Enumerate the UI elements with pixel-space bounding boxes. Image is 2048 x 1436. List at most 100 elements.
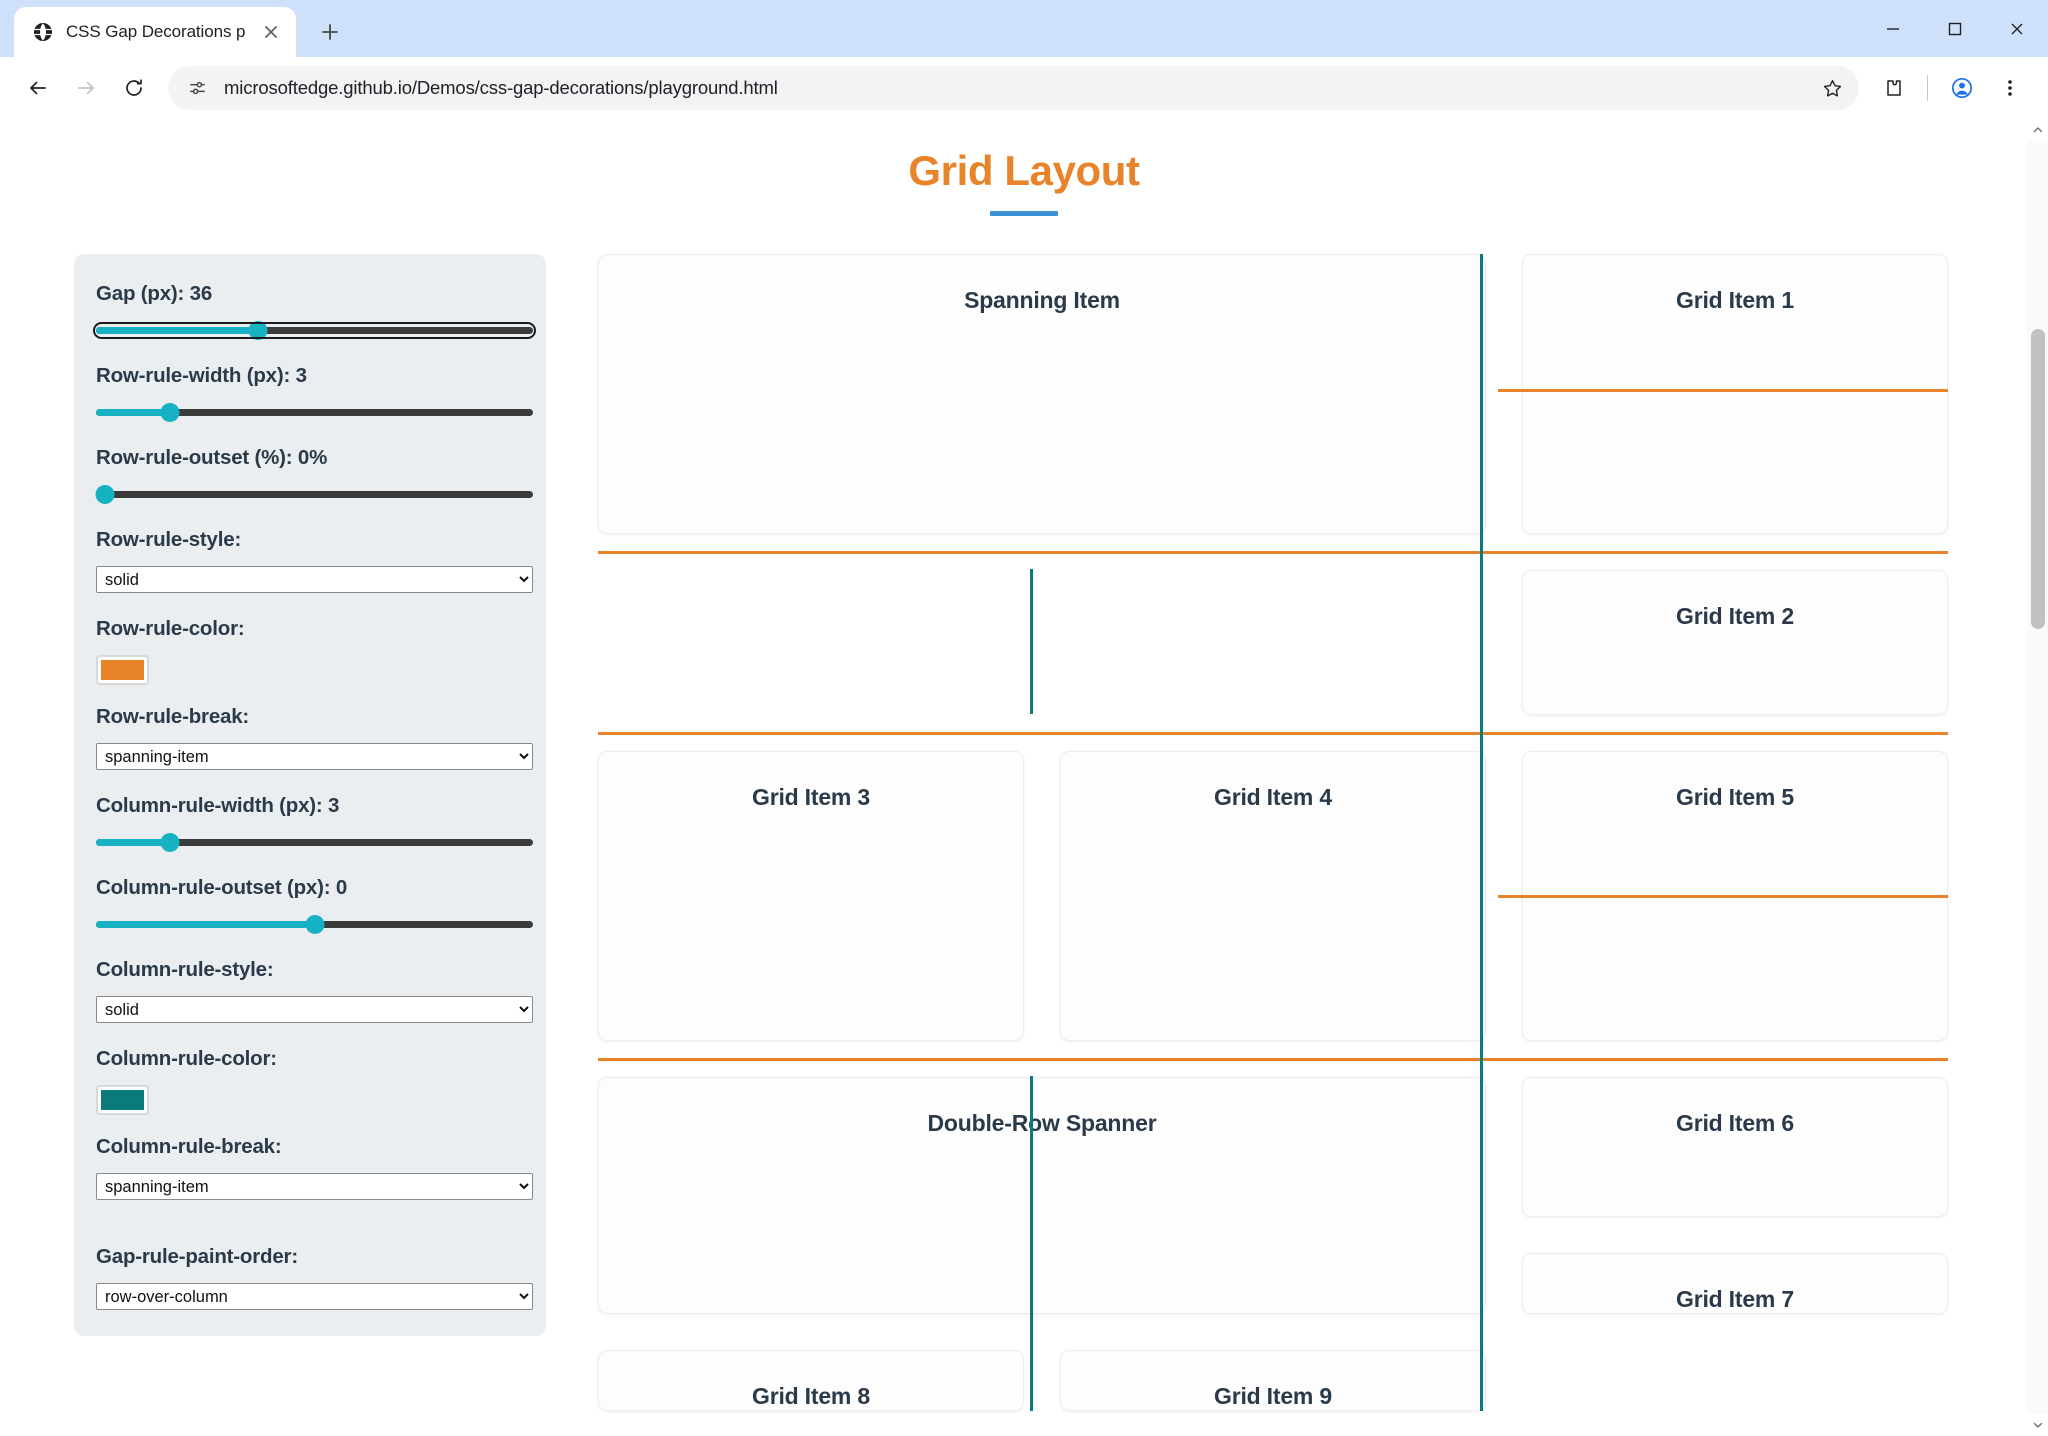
row-rule-color-picker[interactable] [96, 655, 149, 685]
scrollbar-thumb[interactable] [2031, 329, 2045, 629]
browser-toolbar: microsoftedge.github.io/Demos/css-gap-de… [0, 57, 2048, 119]
scroll-up-arrow-icon[interactable] [2027, 119, 2048, 141]
page-scrollbar[interactable] [2026, 119, 2048, 1436]
scroll-down-arrow-icon[interactable] [2027, 1414, 2048, 1436]
slider-thumb[interactable] [160, 403, 180, 422]
grid-cell-9[interactable]: Grid Item 9 [1060, 1350, 1486, 1411]
column-rule-mid-row6 [1029, 1076, 1033, 1411]
gap-rule-paint-order-select[interactable]: row-over-column [96, 1283, 533, 1310]
minimize-icon[interactable] [1862, 0, 1924, 57]
grid-cell-1[interactable]: Grid Item 1 [1522, 254, 1948, 534]
column-rule-right [1479, 254, 1483, 1411]
grid-cell-4[interactable]: Grid Item 4 [1060, 751, 1486, 1041]
row-rule-width-slider[interactable] [96, 402, 533, 422]
control-label: Row-rule-width (px): 3 [96, 364, 307, 387]
toolbar-divider [1927, 75, 1928, 101]
control-column-rule-color: Column-rule-color: [96, 1047, 518, 1115]
control-column-rule-break: Column-rule-break: spanning-item [96, 1135, 533, 1224]
grid-item-label: Grid Item 1 [1676, 287, 1794, 313]
control-label: Row-rule-break: [96, 705, 250, 728]
address-bar[interactable]: microsoftedge.github.io/Demos/css-gap-de… [168, 66, 1859, 110]
control-label: Gap (px): 36 [96, 282, 213, 305]
tab-title: CSS Gap Decorations playground [66, 22, 246, 41]
column-rule-color-picker[interactable] [96, 1085, 149, 1115]
slider-thumb[interactable] [160, 833, 180, 852]
grid-cell-6[interactable]: Grid Item 6 [1522, 1077, 1948, 1217]
slider-thumb[interactable] [305, 915, 324, 934]
extensions-puzzle-icon[interactable] [1871, 66, 1915, 110]
new-tab-button[interactable] [308, 10, 352, 54]
close-icon[interactable] [258, 19, 284, 45]
control-label: Column-rule-style: [96, 958, 274, 981]
column-rule-width-slider[interactable] [96, 832, 533, 852]
slider-fill [96, 839, 171, 846]
grid-item-label: Grid Item 9 [1214, 1383, 1332, 1409]
grid-cell-2[interactable]: Grid Item 2 [1522, 570, 1948, 715]
control-column-rule-width: Column-rule-width (px): 3 [96, 794, 533, 852]
slider-thumb[interactable] [95, 485, 115, 504]
control-label: Row-rule-outset (%): 0% [96, 446, 328, 469]
control-row-rule-color: Row-rule-color: [96, 617, 518, 685]
row-rule-2 [598, 731, 1948, 735]
slider-track [96, 839, 533, 846]
control-row-rule-width: Row-rule-width (px): 3 [96, 364, 533, 422]
slider-track [96, 327, 533, 334]
control-label: Column-rule-outset (px): 0 [96, 876, 348, 899]
row-rule-break-select[interactable]: spanning-item [96, 743, 533, 770]
window-controls [1862, 0, 2048, 57]
column-rule-break-select[interactable]: spanning-item [96, 1173, 533, 1200]
forward-arrow-icon[interactable] [64, 66, 108, 110]
grid-cell-double-row-spanner[interactable]: Double-Row Spanner [598, 1077, 1486, 1314]
grid-cell-7[interactable]: Grid Item 7 [1522, 1253, 1948, 1314]
column-rule-mid-row3 [1029, 569, 1033, 714]
browser-tab[interactable]: CSS Gap Decorations playground [14, 7, 296, 57]
grid-item-label: Double-Row Spanner [927, 1110, 1157, 1136]
grid-item-label: Grid Item 7 [1676, 1286, 1794, 1312]
color-swatch-fill [101, 1090, 144, 1110]
gap-slider[interactable] [93, 320, 536, 340]
column-rule-style-select[interactable]: solid [96, 996, 533, 1023]
slider-fill [96, 921, 315, 928]
row-rule-col3-a [1497, 388, 1948, 392]
control-column-rule-outset: Column-rule-outset (px): 0 [96, 876, 533, 934]
row-rule-col3-b [1497, 894, 1948, 898]
grid-item-label: Grid Item 8 [752, 1383, 870, 1409]
control-label: Column-rule-color: [96, 1047, 277, 1070]
row-rule-outset-slider[interactable] [95, 484, 533, 504]
title-underline [990, 211, 1058, 216]
control-row-rule-style: Row-rule-style: solid [96, 528, 533, 617]
grid-cell-spanning-item[interactable]: Spanning Item [598, 254, 1486, 534]
control-label: Row-rule-style: [96, 528, 242, 551]
url-text[interactable]: microsoftedge.github.io/Demos/css-gap-de… [224, 77, 778, 98]
row-rule-style-select[interactable]: solid [96, 566, 533, 593]
slider-fill [96, 409, 171, 416]
site-settings-icon[interactable] [182, 73, 212, 103]
grid-cell-3[interactable]: Grid Item 3 [598, 751, 1024, 1041]
row-rule-1 [598, 550, 1948, 554]
control-label: Gap-rule-paint-order: [96, 1245, 298, 1268]
maximize-icon[interactable] [1924, 0, 1986, 57]
profile-avatar-icon[interactable] [1940, 66, 1984, 110]
controls-panel: Gap (px): 36 Row-rule-width (px): 3 [74, 254, 546, 1336]
grid-cell-8[interactable]: Grid Item 8 [598, 1350, 1024, 1411]
page-title: Grid Layout [908, 147, 1140, 194]
back-arrow-icon[interactable] [16, 66, 60, 110]
slider-thumb[interactable] [248, 321, 268, 340]
globe-icon [32, 21, 54, 43]
control-row-rule-break: Row-rule-break: spanning-item [96, 705, 533, 794]
grid-item-label: Grid Item 4 [1214, 784, 1332, 810]
slider-fill [96, 327, 258, 334]
browser-title-bar: CSS Gap Decorations playground [0, 0, 2048, 57]
control-column-rule-style: Column-rule-style: solid [96, 958, 533, 1047]
star-icon[interactable] [1815, 71, 1849, 105]
column-rule-outset-slider[interactable] [96, 914, 533, 934]
control-label: Column-rule-break: [96, 1135, 282, 1158]
three-dot-menu-icon[interactable] [1988, 66, 2032, 110]
slider-track [96, 491, 533, 498]
web-page: Grid Layout Gap (px): 36 [0, 119, 2026, 1436]
reload-icon[interactable] [112, 66, 156, 110]
grid-item-label: Grid Item 3 [752, 784, 870, 810]
window-close-icon[interactable] [1986, 0, 2048, 57]
demo-grid: Spanning Item Grid Item 1 Grid Item 2 Gr… [598, 254, 1948, 1411]
control-label: Column-rule-width (px): 3 [96, 794, 340, 817]
